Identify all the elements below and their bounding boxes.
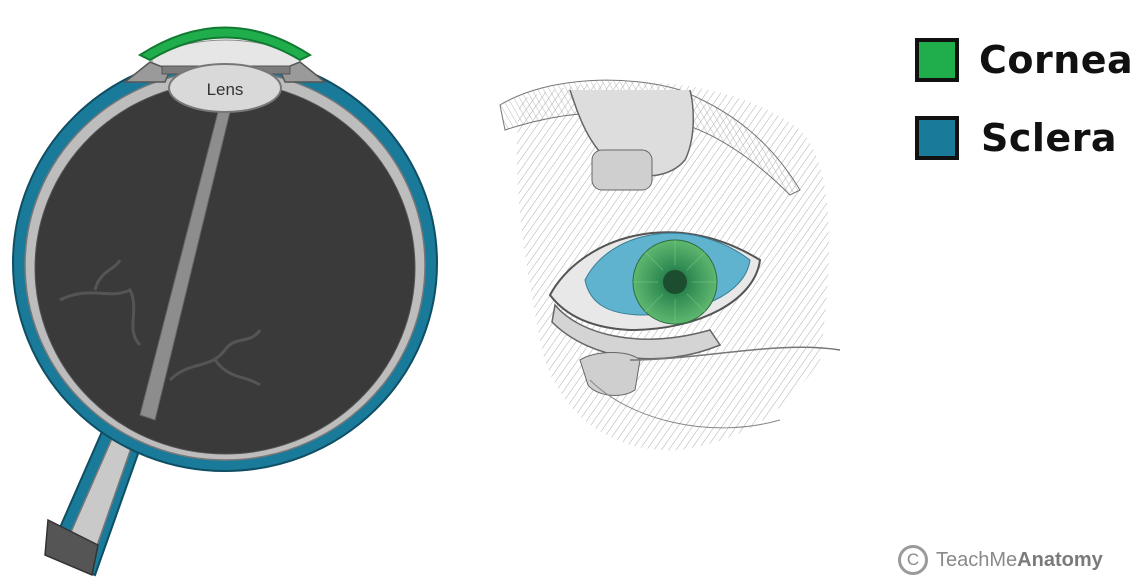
legend-item-cornea: Cornea [915,38,1132,82]
upper-eyelid-fold [592,150,652,190]
lens-label: Lens [207,80,244,99]
eye-cross-section-diagram: Lens [0,0,470,585]
legend-swatch-sclera [915,116,959,160]
legend-item-sclera: Sclera [915,116,1117,160]
eye-external-illustration [480,60,860,490]
vitreous-body [35,82,415,454]
legend-label-sclera: Sclera [981,116,1117,160]
legend-label-cornea: Cornea [979,38,1132,82]
legend-swatch-cornea [915,38,959,82]
copyright-icon: C [898,545,928,575]
brand-name-bold: Anatomy [1017,549,1103,572]
pupil [663,270,687,294]
brand-name-light: TeachMe [936,549,1017,572]
